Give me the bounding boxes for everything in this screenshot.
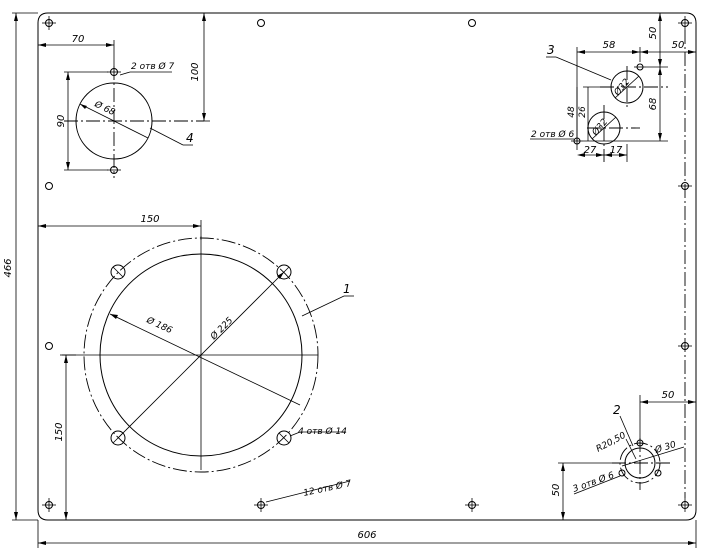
dia-30-label: Ø 30 xyxy=(653,439,678,456)
corner-hole-tr xyxy=(678,16,692,30)
dim-50-v-bottom-label: 50 xyxy=(551,484,562,497)
hole-68-label: Ø 68 xyxy=(92,98,117,118)
dia-225-label: Ø 225 xyxy=(208,315,236,343)
corner-hole-bl xyxy=(42,498,56,512)
dia-186-label: Ø 186 xyxy=(144,314,174,336)
dim-150-h-label: 150 xyxy=(140,214,159,225)
dim-68-label: 68 xyxy=(648,98,659,111)
dim-26-label: 26 xyxy=(578,106,588,118)
overall-height-label: 466 xyxy=(3,258,14,277)
callout-3-holes-6: 3 отв Ø 6 xyxy=(571,470,616,495)
dim-150-v-label: 150 xyxy=(54,422,65,441)
edge-hole-top-2 xyxy=(468,19,476,27)
callout-4-holes-14: 4 отв Ø 14 xyxy=(298,426,347,437)
perimeter-holes xyxy=(42,16,692,512)
bolt-hole-3 xyxy=(110,430,126,446)
dim-58-label: 58 xyxy=(603,40,616,51)
small-hole-br-3 xyxy=(654,469,662,477)
feature-large-circle: Ø 186 Ø 225 150 150 1 4 отв Ø 14 12 отв … xyxy=(38,214,354,520)
small-hole-br-2 xyxy=(618,469,626,477)
edge-hole-top-1 xyxy=(257,19,265,27)
feature-top-right: Ø32 Ø32 58 50 50 68 48 26 xyxy=(530,13,696,162)
bolt-hole-4 xyxy=(276,430,292,446)
feature-bottom-right: Ø 30 R20,50 50 50 3 отв Ø 6 2 xyxy=(551,390,696,520)
callout-2-holes-6: 2 отв Ø 6 xyxy=(531,129,574,140)
dim-50-v-top-label: 50 xyxy=(648,27,659,40)
edge-hole-bottom-1 xyxy=(254,498,268,512)
callout-2-holes-7: 2 отв Ø 7 xyxy=(131,61,174,72)
callout-12-holes-7: 12 отв Ø 7 xyxy=(302,478,352,499)
edge-hole-left-2 xyxy=(45,342,53,350)
overall-width-label: 606 xyxy=(357,530,376,541)
dim-50-h-top-label: 50 xyxy=(672,40,685,51)
feature-top-left: Ø 68 70 100 90 2 отв Ø 7 4 xyxy=(38,13,210,178)
corner-hole-tl xyxy=(42,16,56,30)
edge-hole-left-1 xyxy=(45,182,53,190)
part-number-3: 3 xyxy=(547,43,555,57)
part-number-2: 2 xyxy=(613,403,621,417)
dim-overall-height: 466 xyxy=(3,12,38,521)
radius-label: R20,50 xyxy=(595,431,628,455)
bolt-hole-1 xyxy=(110,264,126,280)
part-number-1: 1 xyxy=(343,282,351,296)
edge-hole-bottom-2 xyxy=(465,498,479,512)
dim-48-label: 48 xyxy=(567,106,577,118)
plate-outline xyxy=(37,12,697,521)
dim-100-label: 100 xyxy=(190,62,201,81)
dim-27-label: 27 xyxy=(584,145,597,156)
part-number-4: 4 xyxy=(186,131,194,145)
dim-17-label: 17 xyxy=(610,145,623,156)
dim-50-h-bottom-label: 50 xyxy=(662,390,675,401)
dim-90-label: 90 xyxy=(56,115,67,128)
dia-32-upper-label: Ø32 xyxy=(611,76,632,98)
dim-overall-width: 606 xyxy=(37,520,697,548)
corner-hole-br xyxy=(678,498,692,512)
dim-70-label: 70 xyxy=(72,34,85,45)
